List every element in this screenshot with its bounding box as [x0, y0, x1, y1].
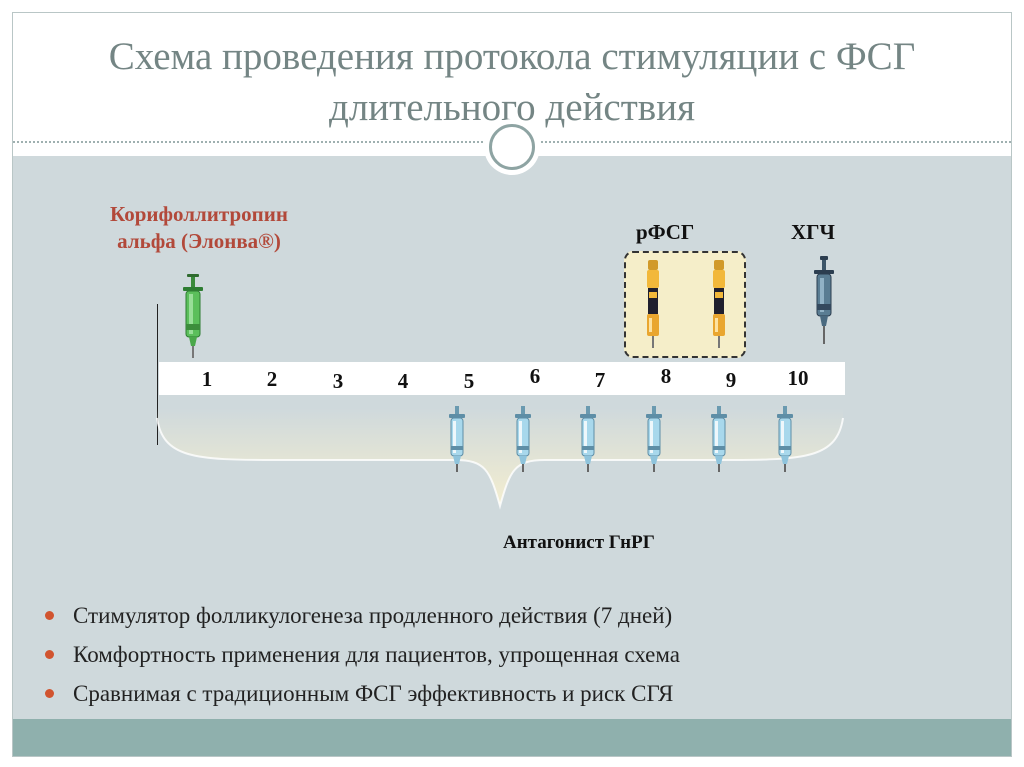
corifollitropin-label: Корифоллитропин альфа (Элонва®): [49, 201, 349, 255]
day-label: 9: [725, 368, 737, 392]
day-label: 3: [332, 369, 344, 393]
hcg-label: ХГЧ: [791, 220, 835, 244]
slide-frame: Схема проведения протокола стимуляции с …: [12, 12, 1012, 757]
green-syringe-icon: [183, 274, 203, 358]
ornament-ring: [489, 124, 535, 170]
day-label: 10: [787, 366, 809, 390]
drug-label-line2: альфа (Элонва®): [117, 229, 281, 253]
day-timeline: 1 2 3 4 5 6 7 8 9 10: [159, 362, 845, 395]
bullet-text: Сравнимая с традиционным ФСГ эффективнос…: [73, 681, 674, 706]
bullet-list: Стимулятор фолликулогенеза продленного д…: [45, 596, 985, 713]
bullet-dot-icon: [45, 689, 54, 698]
day-label: 6: [529, 364, 541, 388]
hcg-syringe-icon: [814, 256, 834, 344]
antagonist-syringe-icon: [777, 406, 793, 472]
bullet-dot-icon: [45, 611, 54, 620]
bullet-text: Стимулятор фолликулогенеза продленного д…: [73, 603, 673, 628]
bullet-text: Комфортность применения для пациентов, у…: [73, 642, 680, 667]
antagonist-syringe-icon: [515, 406, 531, 472]
title-ornament-icon: [484, 119, 540, 175]
day-label: 4: [397, 369, 409, 393]
rfsg-pen-icon: [713, 260, 725, 348]
rfsg-box: [624, 251, 746, 358]
rfsg-label: рФСГ: [636, 220, 695, 244]
antagonist-label: Антагонист ГнРГ: [503, 532, 655, 553]
start-marker-line: [157, 304, 158, 445]
bullet-dot-icon: [45, 650, 54, 659]
diagram-area: Корифоллитропин альфа (Элонва®) рФСГ ХГЧ: [13, 156, 1011, 719]
day-label: 7: [594, 368, 606, 392]
antagonist-syringe-icon: [580, 406, 596, 472]
day-label: 8: [660, 364, 672, 388]
day-label: 1: [201, 367, 213, 391]
antagonist-brace: [156, 408, 844, 510]
bullet-item: Сравнимая с традиционным ФСГ эффективнос…: [45, 674, 985, 713]
drug-label-line1: Корифоллитропин: [110, 202, 288, 226]
slide-title: Схема проведения протокола стимуляции с …: [108, 35, 916, 129]
antagonist-syringe-icon: [449, 406, 465, 472]
bullet-item: Стимулятор фолликулогенеза продленного д…: [45, 596, 985, 635]
day-label: 5: [463, 369, 475, 393]
day-label: 2: [266, 367, 278, 391]
footer-bar: [13, 719, 1011, 756]
antagonist-syringe-icon: [711, 406, 727, 472]
antagonist-syringe-icon: [646, 406, 662, 472]
bullet-item: Комфортность применения для пациентов, у…: [45, 635, 985, 674]
rfsg-pen-icon: [647, 260, 659, 348]
